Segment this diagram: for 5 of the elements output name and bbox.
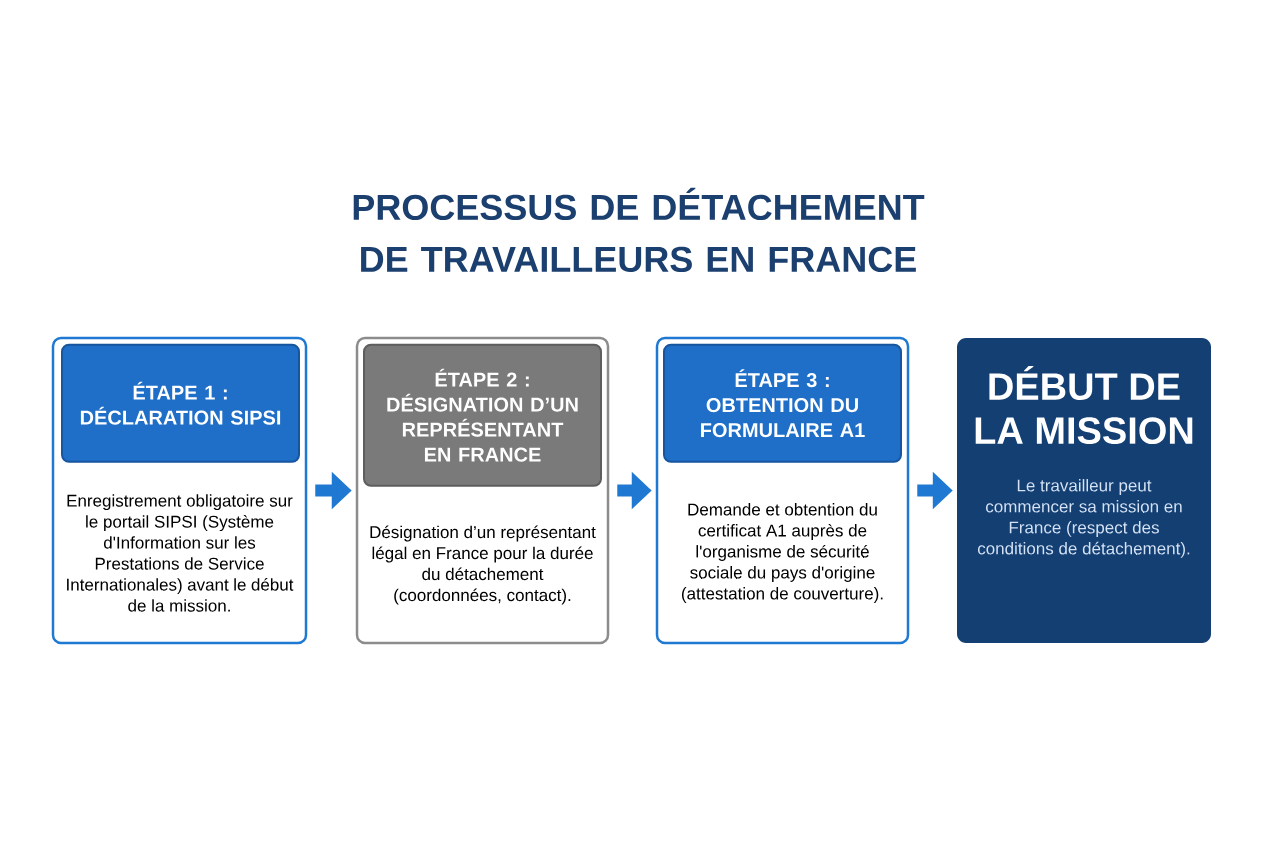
step-header: ÉTAPE 1 : DÉCLARATION SIPSI <box>61 343 300 463</box>
step-header: ÉTAPE 2 : DÉSIGNATION D’UN REPRÉSENTANT EN FRANCE <box>363 343 602 487</box>
step-header: ÉTAPE 3 : OBTENTION DU FORMULAIRE A1 <box>663 343 902 463</box>
mission-card: DÉBUT DE LA MISSION Le travailleur peut commencer sa mission en France (respect des conditions de détachement). <box>957 338 1211 643</box>
title: PROCESSUS DE DÉTACHEMENT DE TRAVAILLEURS EN FRANCE <box>353 187 925 273</box>
